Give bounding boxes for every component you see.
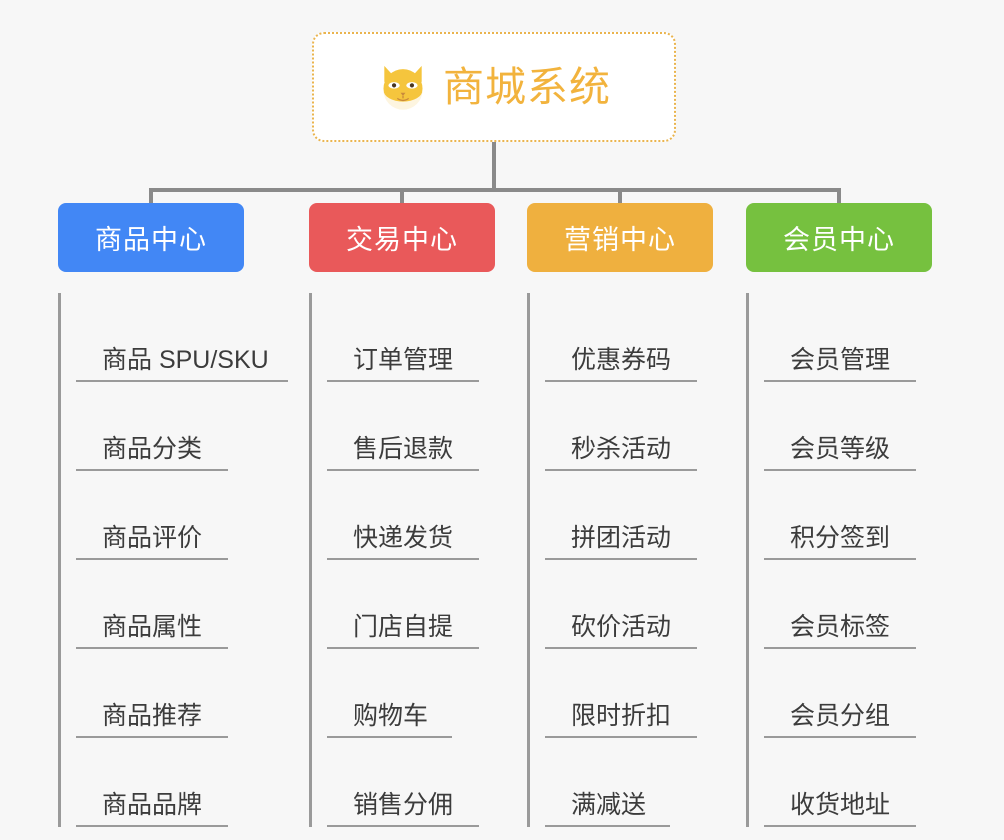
connector-drop-3 [618,188,622,206]
leaf-label: 收货地址 [790,790,891,819]
category-title: 商品中心 [95,225,207,255]
root-title: 商城系统 [443,63,611,110]
leaf-item[interactable]: 销售分佣 [327,738,495,827]
leaf-label: 优惠券码 [571,345,672,374]
category-column-marketing: 营销中心 优惠券码 秒杀活动 拼团活动 砍价活动 限时折扣 满减送 [527,203,713,827]
category-column-trade: 交易中心 订单管理 售后退款 快递发货 门店自提 购物车 销售分佣 [309,203,495,827]
leaf-item[interactable]: 会员等级 [764,382,932,471]
leaf-label: 快递发货 [353,523,454,552]
leaf-label: 商品推荐 [102,701,203,730]
leaf-label: 秒杀活动 [571,434,672,463]
leaf-item[interactable]: 砍价活动 [545,560,713,649]
category-header-member[interactable]: 会员中心 [746,203,932,272]
leaf-item[interactable]: 会员分组 [764,649,932,738]
connector-drop-1 [149,188,153,206]
leaf-item[interactable]: 商品分类 [76,382,244,471]
leaf-item[interactable]: 满减送 [545,738,713,827]
leaf-item[interactable]: 会员标签 [764,560,932,649]
leaf-item[interactable]: 购物车 [327,649,495,738]
leaf-label: 限时折扣 [571,701,672,730]
leaf-item[interactable]: 收货地址 [764,738,932,827]
category-title: 交易中心 [346,225,458,255]
leaf-label: 商品属性 [102,612,203,641]
category-title: 营销中心 [564,225,676,255]
connector-drop-2 [400,188,404,206]
leaf-label: 会员管理 [790,345,891,374]
leaf-label: 砍价活动 [571,612,672,641]
leaf-item[interactable]: 快递发货 [327,471,495,560]
root-node[interactable]: 商城系统 [312,32,676,142]
leaf-label: 会员等级 [790,434,891,463]
category-title: 会员中心 [783,225,895,255]
category-header-marketing[interactable]: 营销中心 [527,203,713,272]
category-header-product[interactable]: 商品中心 [58,203,244,272]
leaf-label: 商品分类 [102,434,203,463]
leaf-item[interactable]: 商品品牌 [76,738,244,827]
leaf-item[interactable]: 会员管理 [764,293,932,382]
shiba-dog-face-icon [383,65,423,110]
connector-drop-4 [837,188,841,206]
leaf-label: 会员标签 [790,612,891,641]
leaf-item[interactable]: 商品评价 [76,471,244,560]
leaf-list-trade: 订单管理 售后退款 快递发货 门店自提 购物车 销售分佣 [309,293,495,827]
leaf-label: 商品评价 [102,523,203,552]
leaf-item[interactable]: 秒杀活动 [545,382,713,471]
leaf-list-marketing: 优惠券码 秒杀活动 拼团活动 砍价活动 限时折扣 满减送 [527,293,713,827]
leaf-item[interactable]: 商品 SPU/SKU [76,293,288,382]
connector-horizontal-bar [149,188,841,192]
leaf-list-member: 会员管理 会员等级 积分签到 会员标签 会员分组 收货地址 [746,293,932,827]
connector-root-stem [492,142,496,192]
leaf-label: 销售分佣 [353,790,454,819]
leaf-label: 积分签到 [790,523,891,552]
category-header-trade[interactable]: 交易中心 [309,203,495,272]
category-column-product: 商品中心 商品 SPU/SKU 商品分类 商品评价 商品属性 商品推荐 商品品牌 [58,203,288,827]
leaf-label: 订单管理 [353,345,454,374]
leaf-label: 会员分组 [790,701,891,730]
leaf-item[interactable]: 订单管理 [327,293,495,382]
leaf-label: 商品品牌 [102,790,203,819]
leaf-item[interactable]: 拼团活动 [545,471,713,560]
leaf-item[interactable]: 商品属性 [76,560,244,649]
leaf-item[interactable]: 优惠券码 [545,293,713,382]
leaf-label: 购物车 [353,701,429,730]
leaf-label: 商品 SPU/SKU [102,345,269,374]
leaf-label: 门店自提 [353,612,454,641]
category-column-member: 会员中心 会员管理 会员等级 积分签到 会员标签 会员分组 收货地址 [746,203,932,827]
leaf-item[interactable]: 积分签到 [764,471,932,560]
leaf-label: 售后退款 [353,434,454,463]
leaf-item[interactable]: 商品推荐 [76,649,244,738]
leaf-label: 满减送 [571,790,647,819]
leaf-item[interactable]: 限时折扣 [545,649,713,738]
leaf-list-product: 商品 SPU/SKU 商品分类 商品评价 商品属性 商品推荐 商品品牌 [58,293,288,827]
leaf-item[interactable]: 售后退款 [327,382,495,471]
leaf-label: 拼团活动 [571,523,672,552]
leaf-item[interactable]: 门店自提 [327,560,495,649]
